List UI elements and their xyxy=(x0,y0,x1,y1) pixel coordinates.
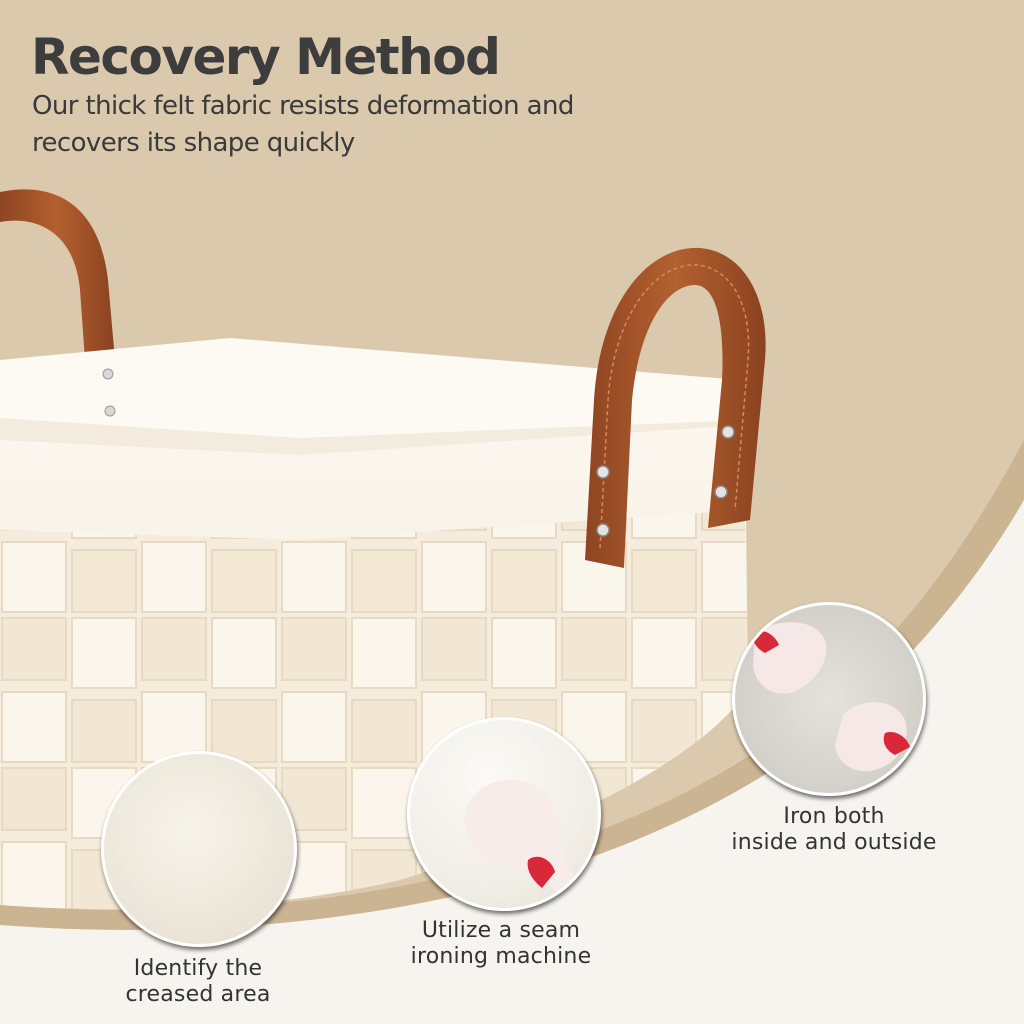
two-irons-image xyxy=(732,602,926,796)
caption-identify-line1: Identify the xyxy=(133,956,263,981)
caption-both-sides-line2: inside and outside xyxy=(731,830,937,855)
seam-iron-image xyxy=(407,717,601,911)
caption-both-sides: Iron both inside and outside xyxy=(716,804,952,856)
iron-pair-icon xyxy=(752,622,910,772)
page-title: Recovery Method xyxy=(31,28,501,86)
felt-texture-closeup-image xyxy=(101,751,297,947)
caption-both-sides-line1: Iron both xyxy=(783,804,885,829)
caption-seam-line2: ironing machine xyxy=(410,944,592,969)
caption-seam-line1: Utilize a seam xyxy=(421,918,581,943)
caption-identify-line2: creased area xyxy=(125,982,271,1007)
page-subtitle: Our thick felt fabric resists deformatio… xyxy=(32,91,574,158)
caption-identify: Identify the creased area xyxy=(98,956,298,1008)
caption-seam: Utilize a seam ironing machine xyxy=(401,918,601,970)
seam-iron-icon xyxy=(464,779,585,905)
